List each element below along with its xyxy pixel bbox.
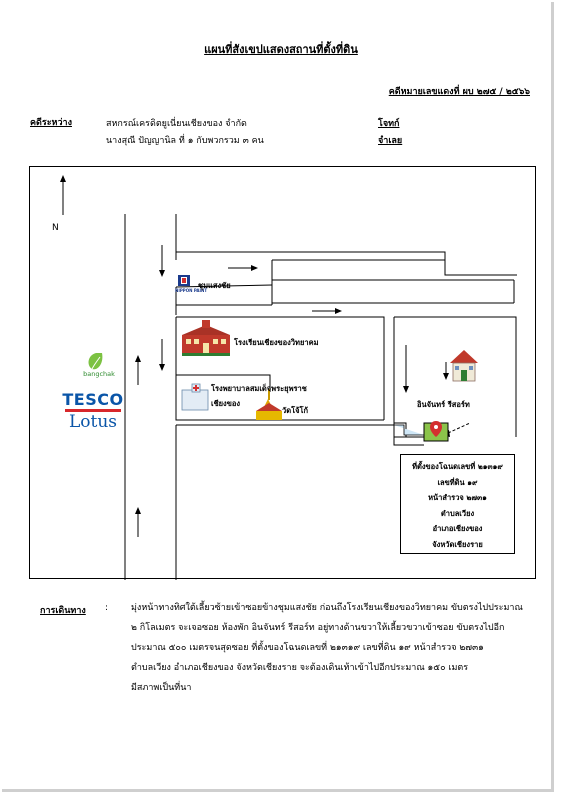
parties-label: คดีระหว่าง xyxy=(30,118,72,128)
temple-label: วัดโจ้โก้ xyxy=(282,406,309,415)
route-colon: : xyxy=(105,603,109,613)
tesco-text: TESCO xyxy=(62,390,124,409)
route-line-3: ประมาณ ๕๐๐ เมตรจนสุดซอย ที่ตั้งของโฉนดเล… xyxy=(131,643,484,653)
route-label: การเดินทาง xyxy=(40,606,86,616)
land-parcel-number: เลขที่ดิน ๑๙ xyxy=(437,477,478,487)
land-district: อำเภอเชียงของ xyxy=(432,524,483,533)
route-line-1: มุ่งหน้าทางทิศใต้เลี้ยวซ้ายเข้าซอยข้างชุ… xyxy=(131,603,523,613)
plaintiff-role: โจทก์ xyxy=(378,119,400,129)
route-line-4: ตำบลเวียง อำเภอเชียงของ จังหวัดเชียงราย … xyxy=(131,663,469,673)
route-line-5: มีสภาพเป็นที่นา xyxy=(131,683,192,693)
plaintiff-name: สหกรณ์เครดิตยูเนี่ยนเชียงของ จำกัด xyxy=(106,119,247,129)
nippon-logo: NIPPON PAINT xyxy=(175,288,208,293)
hospital-label-line2: เชียงของ xyxy=(211,399,241,408)
road-lines xyxy=(60,175,517,580)
land-subdistrict: ตำบลเวียง xyxy=(440,508,475,518)
land-info-box: ที่ตั้งของโฉนดเลขที่ ๒๑๓๑๙ เลขที่ดิน ๑๙ … xyxy=(400,454,515,554)
defendant-role: จำเลย xyxy=(378,136,403,146)
route-line-2: ๒ กิโลเมตร จะเจอซอย ห้องพัก อินจันทร์ รี… xyxy=(131,623,505,633)
land-survey-page: หน้าสำรวจ ๒๗๓๑ xyxy=(428,493,487,502)
tesco-stripe xyxy=(65,409,121,412)
hotel-label: อินจันทร์ รีสอร์ท xyxy=(417,400,470,409)
land-province: จังหวัดเชียงราย xyxy=(432,539,483,549)
tesco-lotus-logo: TESCO Lotus xyxy=(61,390,125,432)
north-label: N xyxy=(52,223,59,233)
school-label: โรงเรียนเชียงของวิทยาคม xyxy=(234,338,319,347)
bangchak-logo: bangchak xyxy=(83,370,115,378)
land-deed-number: ที่ตั้งของโฉนดเลขที่ ๒๑๓๑๙ xyxy=(412,462,503,471)
location-map: N NIPPON PAINT ชุมแสงชัย โรงเรียนเชียงขอ… xyxy=(29,166,536,580)
lotus-text: Lotus xyxy=(68,412,118,432)
page-title: แผนที่สังเขปแสดงสถานที่ตั้งที่ดิน xyxy=(204,43,358,56)
defendant-name: นางสุณี ปัญญานิล ที่ ๑ กับพวกรวม ๓ คน xyxy=(106,136,264,146)
route-description: มุ่งหน้าทางทิศใต้เลี้ยวซ้ายเข้าซอยข้างชุ… xyxy=(131,598,523,698)
case-number: คดีหมายเลขแดงที่ ผบ ๒๗๕ / ๒๕๖๖ xyxy=(388,87,530,97)
page-border xyxy=(2,2,554,792)
nippon-store-label: ชุมแสงชัย xyxy=(198,281,231,290)
hospital-label-line1: โรงพยาบาลสมเด็จพระยุพราช xyxy=(211,384,307,393)
